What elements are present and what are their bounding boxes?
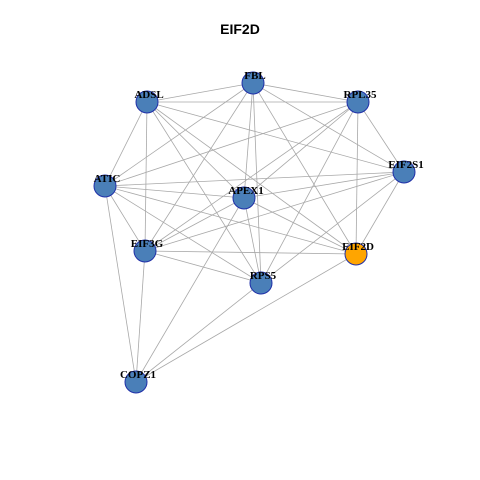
node-label-eif2d: EIF2D <box>342 241 374 253</box>
edge-apex1-eif3g <box>144 197 245 252</box>
edge-eif3g-rps5 <box>144 250 262 284</box>
edge-fbl-eif3g <box>144 82 254 252</box>
edge-apex1-eif2d <box>243 197 357 255</box>
edge-atic-copz1 <box>104 185 137 383</box>
edge-rpl35-atic <box>104 101 359 187</box>
node-eif2s1[interactable] <box>392 160 416 184</box>
edge-eif2s1-eif2d <box>355 171 405 255</box>
edge-eif2s1-atic <box>104 171 405 187</box>
node-fbl[interactable] <box>241 71 265 95</box>
edge-rpl35-apex1 <box>243 101 359 199</box>
node-label-apex1: APEX1 <box>228 185 263 197</box>
edge-fbl-adsl <box>146 82 254 103</box>
diagram-title: EIF2D <box>220 21 260 37</box>
edges-layer <box>104 82 405 383</box>
edge-atic-apex1 <box>104 185 245 199</box>
edge-atic-eif3g <box>104 185 146 252</box>
nodes-layer <box>93 71 416 394</box>
node-label-copz1: COPZ1 <box>120 369 156 381</box>
edge-apex1-rps5 <box>243 197 262 284</box>
edge-rpl35-eif2d <box>355 101 359 255</box>
node-label-fbl: FBL <box>244 70 265 82</box>
node-rps5[interactable] <box>249 271 273 295</box>
edge-rpl35-eif3g <box>144 101 359 252</box>
node-eif2d[interactable] <box>344 242 368 266</box>
edge-atic-rps5 <box>104 185 262 284</box>
edge-eif3g-eif2d <box>144 250 357 255</box>
edge-adsl-apex1 <box>146 101 245 199</box>
edge-adsl-rps5 <box>146 101 262 284</box>
node-label-atic: ATIC <box>94 173 121 185</box>
node-eif3g[interactable] <box>133 239 157 263</box>
edge-eif2s1-apex1 <box>243 171 405 199</box>
edge-fbl-rpl35 <box>252 82 359 103</box>
edge-eif3g-copz1 <box>135 250 146 383</box>
node-atic[interactable] <box>93 174 117 198</box>
node-label-eif3g: EIF3G <box>131 238 164 250</box>
edge-eif2d-copz1 <box>135 253 357 383</box>
edge-atic-eif2d <box>104 185 357 255</box>
node-label-rpl35: RPL35 <box>344 89 378 101</box>
edge-fbl-rps5 <box>252 82 262 284</box>
node-adsl[interactable] <box>135 90 159 114</box>
node-label-adsl: ADSL <box>134 89 163 101</box>
node-label-eif2s1: EIF2S1 <box>388 159 423 171</box>
edge-rps5-copz1 <box>135 282 262 383</box>
node-copz1[interactable] <box>124 370 148 394</box>
edge-rpl35-eif2s1 <box>357 101 405 173</box>
edge-fbl-eif2s1 <box>252 82 405 173</box>
edge-eif2s1-rps5 <box>260 171 405 284</box>
edge-fbl-atic <box>104 82 254 187</box>
edge-adsl-atic <box>104 101 148 187</box>
edge-apex1-copz1 <box>135 197 245 383</box>
node-rpl35[interactable] <box>346 90 370 114</box>
node-label-rps5: RPS5 <box>250 270 277 282</box>
node-apex1[interactable] <box>232 186 256 210</box>
edge-adsl-eif2d <box>146 101 357 255</box>
edge-adsl-eif2s1 <box>146 101 405 173</box>
edge-adsl-eif3g <box>144 101 148 252</box>
edge-fbl-eif2d <box>252 82 357 255</box>
